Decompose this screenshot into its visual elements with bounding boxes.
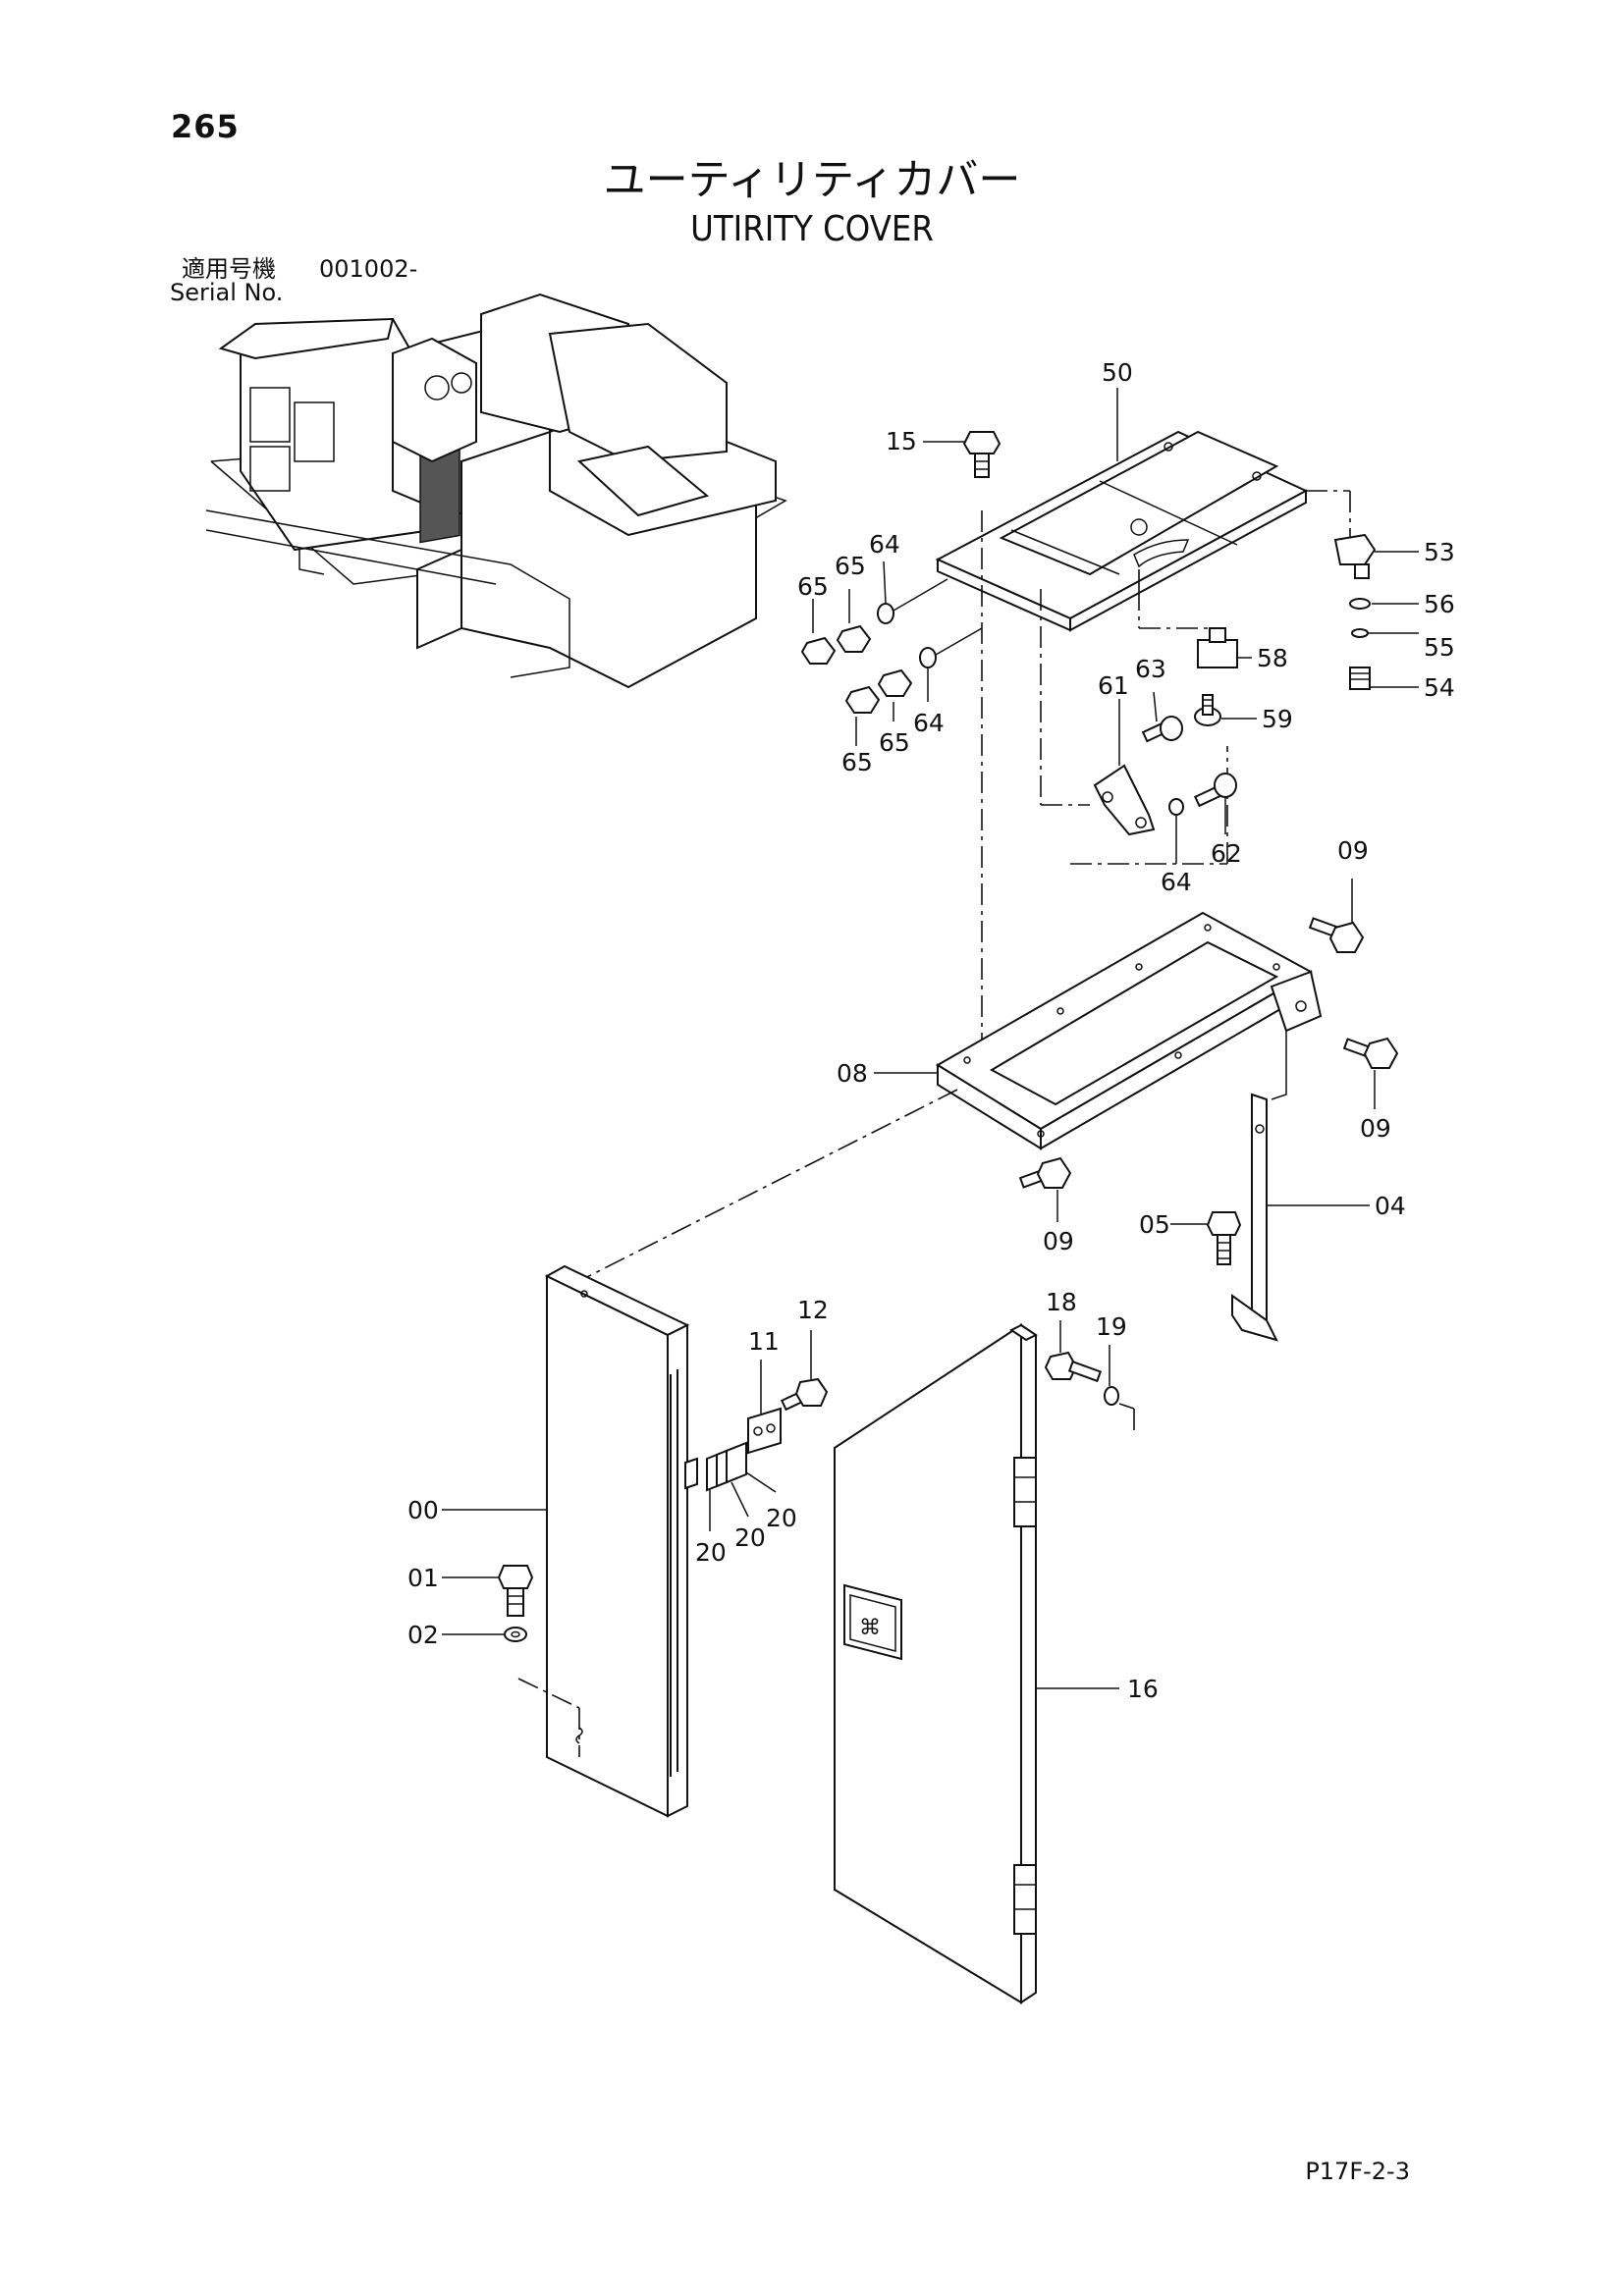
callout-19: 19 [1096,1312,1127,1341]
door-00 [517,1264,690,1818]
callout-02: 02 [407,1621,439,1649]
callout-62: 62 [1211,839,1242,868]
frame-08 [568,911,1323,1287]
callout-58: 58 [1257,644,1288,672]
callout-12: 12 [797,1296,829,1324]
svg-text:⌘: ⌘ [859,1616,881,1640]
callout-01: 01 [407,1564,439,1592]
bolt-15 [962,431,1001,478]
title-english: UTIRITY COVER [690,209,934,249]
callout-55: 55 [1424,633,1455,662]
callout-53: 53 [1424,538,1455,566]
callout-65-b: 65 [835,552,866,580]
drawing-reference: P17F-2-3 [1305,2158,1410,2185]
serial-label-japanese: 適用号機 [182,255,276,283]
door-16: ⌘ [834,1323,1038,2004]
callout-08: 08 [837,1059,868,1088]
callout-61: 61 [1098,671,1129,700]
leader-lines [442,388,1419,1689]
stay-04 [1206,1093,1278,1342]
callout-50: 50 [1102,358,1133,387]
callout-64-a: 64 [869,530,900,559]
callout-59: 59 [1262,705,1293,733]
callout-64-b: 64 [913,709,945,737]
washers-and-nuts [800,578,983,714]
title-japanese: ユーティリティカバー [603,156,1021,205]
machine-overview [205,293,787,689]
callout-numbers: 50 15 53 56 55 54 58 59 63 61 62 64 64 6… [407,358,1455,1703]
bracket-61 [1093,716,1237,836]
callout-04: 04 [1375,1192,1406,1220]
page-number: 265 [171,108,240,145]
callout-09-b: 09 [1360,1114,1391,1143]
callout-16: 16 [1127,1675,1159,1703]
latch-hardware [1194,533,1377,726]
callout-65-c: 65 [841,748,873,776]
callout-00: 00 [407,1496,439,1524]
callout-20-c: 20 [766,1504,797,1532]
callout-18: 18 [1046,1288,1077,1316]
callout-65-d: 65 [879,728,910,757]
callout-20-b: 20 [734,1523,766,1552]
callout-63: 63 [1135,655,1166,683]
serial-number: 001002- [319,255,418,283]
callout-11: 11 [748,1327,780,1356]
callout-05: 05 [1139,1210,1170,1239]
callout-09-c: 09 [1043,1227,1074,1255]
bolts-09 [1018,917,1399,1189]
callout-15: 15 [886,427,917,455]
utility-cover-plate [935,430,1351,1050]
serial-label-english: Serial No. [170,279,284,306]
bolt-01-washer-02 [497,1565,534,1642]
callout-65-a: 65 [797,572,829,601]
callout-54: 54 [1424,673,1455,702]
catch-parts [684,1377,829,1492]
callout-20-a: 20 [695,1538,727,1567]
callout-64-c: 64 [1161,868,1192,896]
callout-56: 56 [1424,590,1455,618]
bolt-18-washer-19 [1044,1351,1135,1433]
callout-09-a: 09 [1337,836,1369,865]
